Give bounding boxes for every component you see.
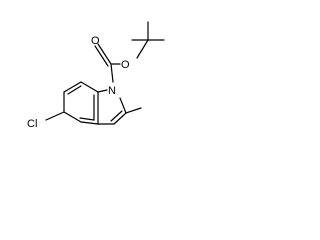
- bond-aromatic-inner-top: [67, 85, 82, 95]
- bond-c7a-c7: [80, 81, 99, 93]
- bond-carbonyl-double-a: [97, 43, 112, 65]
- bond-c2-methyl: [125, 107, 142, 114]
- atom-label-ester-oxygen: O: [121, 59, 130, 71]
- bond-carbonyl-nitrogen: [110, 63, 114, 83]
- bond-c5-c4: [63, 111, 82, 123]
- bond-n-c2: [119, 97, 127, 114]
- bond-aromatic-inner-bottom: [79, 117, 95, 121]
- bond-carbonyl-double-b: [94, 45, 109, 67]
- atom-label-chlorine: Cl: [27, 118, 37, 130]
- atom-label-carbonyl-oxygen: O: [91, 35, 100, 47]
- bond-c2-c3-a: [113, 112, 127, 125]
- atom-label-nitrogen: N: [108, 85, 116, 97]
- bond-tbu-oxygen: [136, 39, 149, 59]
- bond-c5-chlorine: [45, 111, 65, 121]
- molecule-diagram: N O O Cl: [0, 0, 200, 154]
- bond-c2-c3-b: [110, 110, 123, 122]
- structure-svg: N O O Cl: [27, 21, 165, 130]
- bond-c7a-n: [97, 89, 108, 93]
- bond-c4-c3a: [80, 121, 99, 125]
- bond-c7-c6: [63, 81, 82, 93]
- bond-group: [45, 21, 165, 125]
